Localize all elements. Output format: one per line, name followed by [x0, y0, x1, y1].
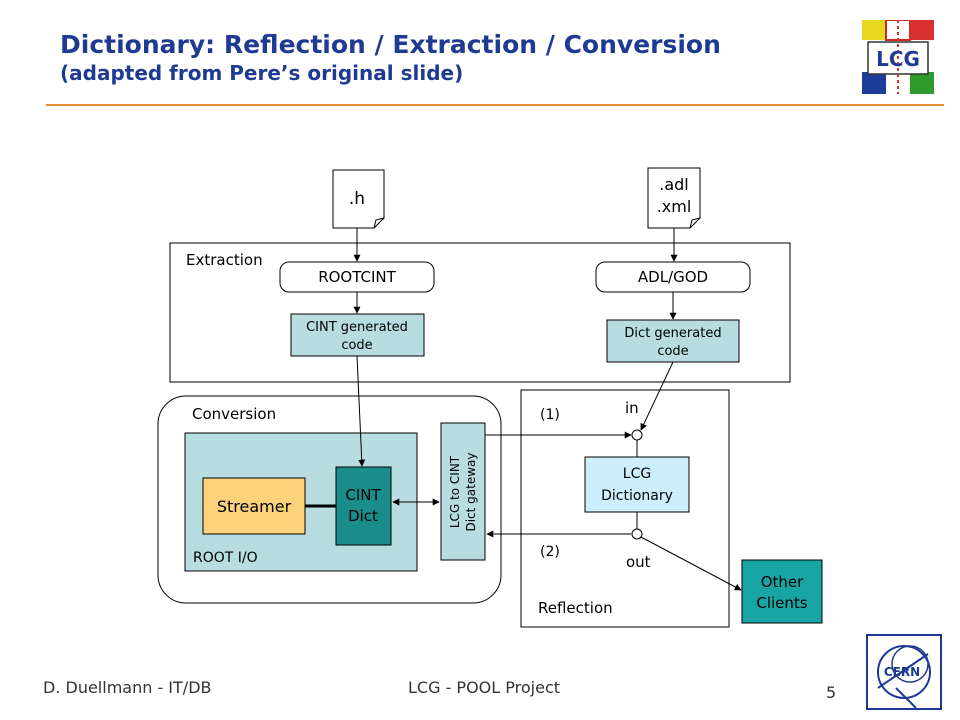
cint-dict-label-2: Dict — [348, 507, 378, 525]
cint-dict-label-1: CINT — [345, 486, 381, 504]
arrow-dictgen-to-in — [640, 361, 674, 431]
gateway-label-1: LCG to CINT — [448, 455, 462, 528]
rootcint-label: ROOTCINT — [318, 268, 396, 286]
marker-2: (2) — [540, 544, 560, 560]
footer-author: D. Duellmann - IT/DB — [43, 678, 212, 697]
lcg-dictionary-label-2: Dictionary — [601, 488, 673, 504]
subtitle-text: (adapted from Pere’s original slide) — [60, 61, 464, 85]
cern-logo-text: CERN — [884, 665, 920, 679]
reflection-label: Reflection — [538, 599, 613, 617]
slide-title: Dictionary: Reflection / Extraction / Co… — [60, 30, 721, 85]
cint-generated-label-2: code — [341, 338, 372, 353]
lcg-dictionary-label-1: LCG — [623, 466, 651, 482]
adl-file-label-2: .xml — [657, 197, 692, 216]
title-text: Dictionary: Reflection / Extraction / Co… — [60, 30, 721, 59]
title-rule — [46, 104, 944, 106]
arrow-cintgen-to-cintdict — [356, 355, 366, 467]
dict-generated-label-2: code — [657, 344, 688, 359]
extraction-label: Extraction — [186, 251, 263, 269]
adl-file-label-1: .adl — [659, 175, 689, 194]
adlgod-label: ADL/GOD — [638, 268, 708, 286]
gateway-box — [440, 422, 486, 561]
footer-page-number: 5 — [826, 683, 837, 702]
header-file-doc: .h — [332, 169, 385, 229]
cint-generated-label-1: CINT generated — [306, 320, 408, 335]
rootio-label: ROOT I/O — [193, 550, 258, 566]
streamer-box — [202, 477, 306, 535]
arrow-out-to-clients — [640, 536, 742, 591]
adl-file-doc: .adl .xml — [647, 167, 701, 229]
cern-logo: CERN — [866, 634, 942, 710]
conversion-label: Conversion — [192, 405, 276, 423]
out-port — [631, 528, 643, 540]
cint-dict-box — [335, 466, 392, 546]
lcg-logo-text: LCG — [876, 47, 920, 71]
lcg-dictionary-box — [584, 456, 690, 513]
out-label: out — [626, 553, 651, 571]
other-clients-box — [741, 559, 823, 624]
marker-1: (1) — [540, 407, 560, 423]
other-clients-label-1: Other — [761, 573, 804, 591]
dict-generated-box — [606, 319, 740, 363]
extraction-frame — [169, 242, 791, 383]
dict-generated-label-1: Dict generated — [624, 326, 721, 341]
gateway-label-2: Dict gateway — [464, 452, 478, 531]
streamer-label: Streamer — [217, 497, 292, 516]
in-label: in — [625, 399, 639, 417]
other-clients-label-2: Clients — [756, 594, 807, 612]
reflection-frame — [520, 389, 730, 628]
footer-project: LCG - POOL Project — [408, 678, 561, 697]
in-port — [631, 429, 643, 441]
lcg-logo: LCG — [862, 20, 934, 94]
header-file-label: .h — [349, 189, 365, 209]
